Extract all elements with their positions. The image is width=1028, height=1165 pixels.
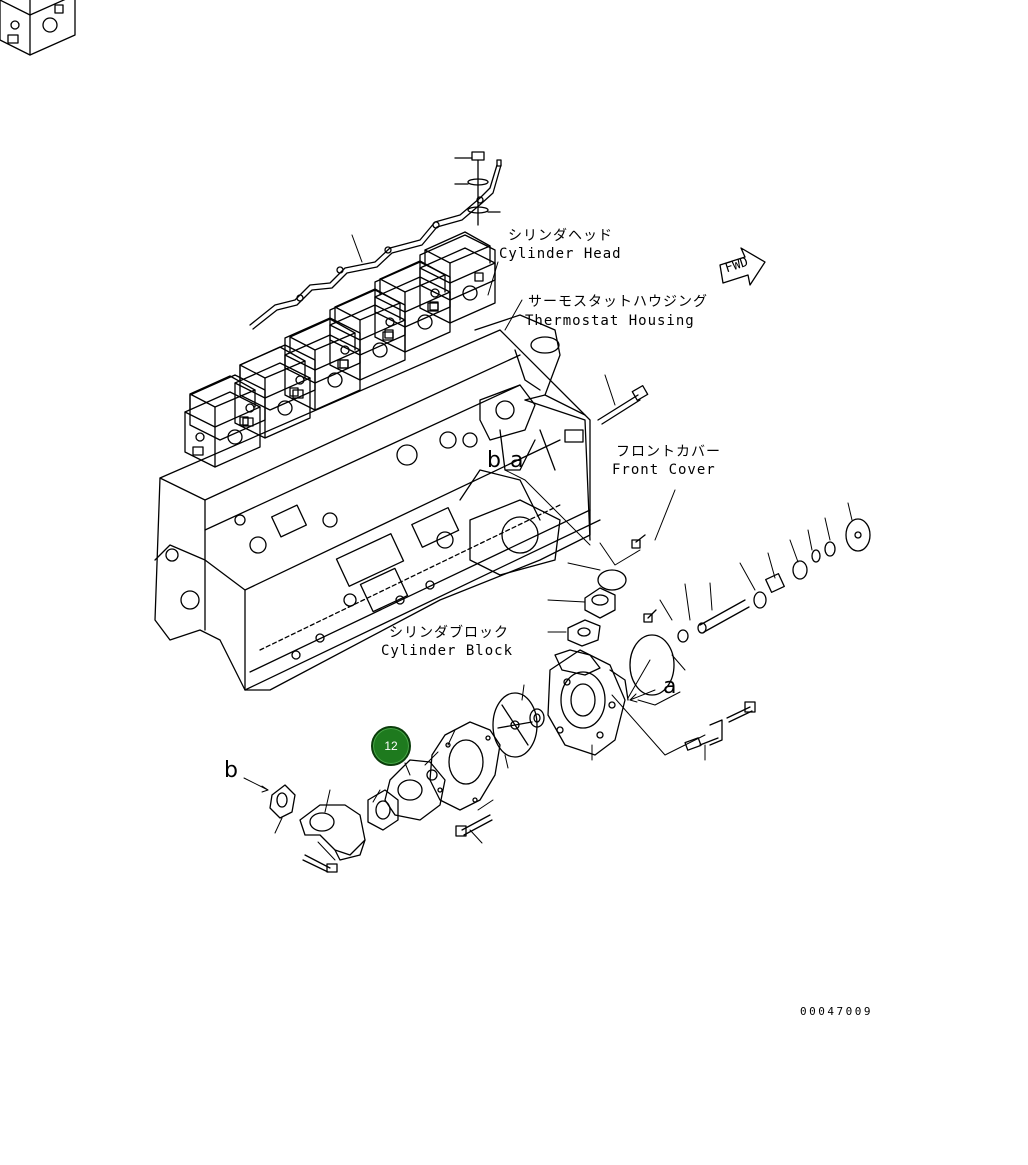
diagram-number: 00047009: [800, 1005, 873, 1018]
impeller: [492, 692, 538, 758]
ref-letter-b-left: b: [224, 758, 238, 783]
elbow-gasket: [269, 784, 296, 819]
gasket-bolt: [455, 814, 493, 837]
seal: [529, 708, 545, 728]
cylinder-head-label-en: Cylinder Head: [499, 246, 622, 262]
thermostat-housing: [474, 314, 591, 541]
inlet-gasket: [367, 789, 399, 831]
water-pump-body: [547, 649, 629, 756]
thermostat-housing-label-jp: サーモスタットハウジング: [528, 294, 708, 310]
cylinder-block-label-jp: シリンダブロック: [389, 625, 509, 641]
pump-shaft: [677, 518, 871, 643]
o-ring: [629, 634, 675, 696]
cylinder-block: [154, 329, 601, 691]
elbow-bolt: [302, 854, 338, 873]
inlet-elbow: [299, 804, 366, 861]
front-cover-bolt: [597, 385, 649, 425]
callout-12[interactable]: 12: [371, 726, 411, 766]
cylinder-head-label-jp: シリンダヘッド: [508, 228, 613, 244]
top-bolt: [454, 151, 501, 226]
fuel-line: [249, 159, 502, 330]
small-bolts: [631, 534, 756, 751]
ref-letter-a-top: a: [510, 448, 524, 473]
pump-gasket: [429, 721, 501, 811]
cylinder-heads: [0, 0, 496, 468]
ref-letter-b-top: b: [487, 448, 501, 473]
fwd-arrow-icon: [719, 247, 766, 286]
front-cover-label-en: Front Cover: [612, 462, 716, 478]
front-cover-label-jp: フロントカバー: [616, 444, 721, 460]
plate-gasket: [384, 759, 446, 821]
cover-stack: [567, 569, 627, 647]
thermostat-housing-label-en: Thermostat Housing: [525, 313, 695, 329]
ref-letter-a-right: a: [663, 674, 677, 699]
leader-lines: [243, 234, 853, 861]
cylinder-block-label-en: Cylinder Block: [381, 643, 514, 659]
